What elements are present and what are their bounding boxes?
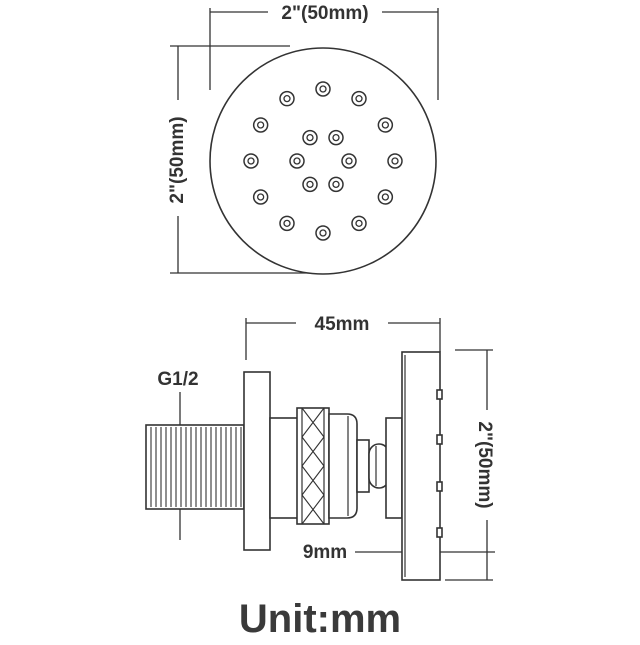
nozzle-core <box>332 133 340 142</box>
plate-thickness-dimension: 9mm <box>303 542 495 563</box>
front-height-dimension: 2"(50mm) <box>167 45 310 274</box>
nozzle-core <box>355 219 363 228</box>
nozzle-core <box>319 85 327 93</box>
nozzle-core <box>283 94 291 103</box>
front-height-label: 2"(50mm) <box>167 116 188 203</box>
nozzle-core <box>283 219 291 228</box>
threaded-inlet <box>145 424 245 510</box>
plate-thickness-label: 9mm <box>303 542 347 563</box>
nozzle-core <box>381 193 390 201</box>
length-label: 45mm <box>315 314 370 335</box>
nozzle-core <box>332 180 340 189</box>
face-plate <box>209 47 437 275</box>
side-height-dimension: 2"(50mm) <box>445 349 495 581</box>
body-connector <box>269 417 299 519</box>
unit-label: Unit:mm <box>239 597 401 640</box>
side-height-label: 2"(50mm) <box>474 421 495 508</box>
nozzle-core <box>256 193 265 201</box>
side-view: 45mm G1/2 <box>145 314 495 581</box>
knurl-pattern <box>301 465 325 496</box>
nozzle-core <box>345 157 353 165</box>
nozzle-pattern <box>243 81 403 241</box>
thread-label: G1/2 <box>157 369 198 390</box>
wall-flange <box>243 371 271 551</box>
knurl-pattern <box>301 436 325 467</box>
shower-plate <box>401 351 441 581</box>
knurl-pattern <box>301 407 325 438</box>
nozzle-core <box>306 133 314 142</box>
front-width-label: 2"(50mm) <box>281 3 368 24</box>
neck <box>385 417 403 519</box>
front-width-dimension: 2"(50mm) <box>209 3 439 100</box>
length-dimension: 45mm <box>245 314 441 360</box>
nozzle-core <box>355 94 363 103</box>
face-nozzles <box>436 389 443 538</box>
knurled-nut <box>296 407 330 525</box>
nozzle-core <box>247 157 255 165</box>
nozzle-core <box>319 229 327 237</box>
nozzle-core <box>381 121 390 129</box>
body-cap <box>328 413 358 519</box>
nozzle-core <box>391 157 399 165</box>
nozzle-core <box>306 180 314 189</box>
nozzle-core <box>256 121 265 129</box>
front-view: 2"(50mm) 2"(50mm) <box>167 3 439 275</box>
knurl-pattern <box>301 494 325 525</box>
nozzle-core <box>293 157 301 165</box>
ball-joint <box>356 439 390 493</box>
